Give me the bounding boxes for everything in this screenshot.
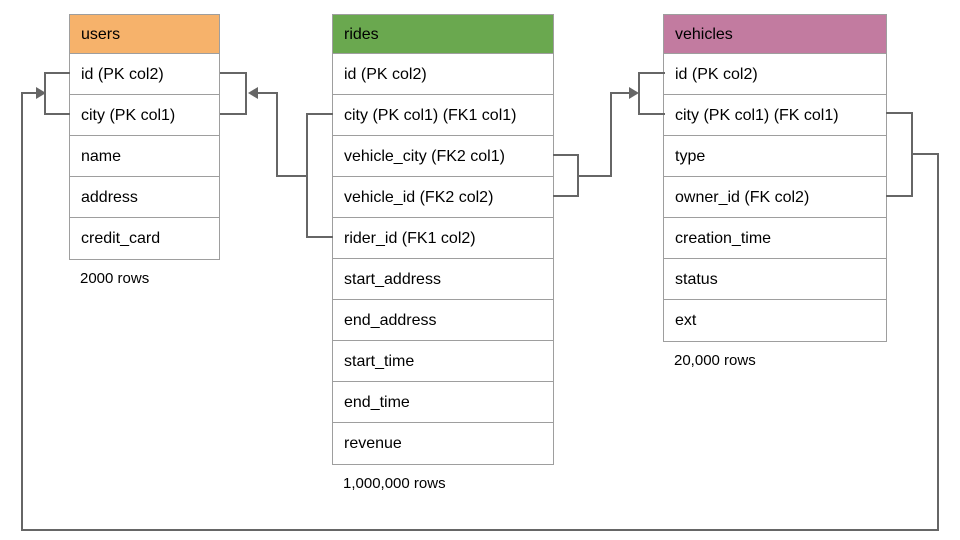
rides-vehicles-line <box>638 113 665 115</box>
table-rides-header: rides <box>333 15 553 54</box>
table-vehicles-column-status: status <box>664 259 886 300</box>
rides-users-line <box>306 236 333 238</box>
vehicles-users-line <box>937 153 939 531</box>
table-users-row-count: 2000 rows <box>80 270 150 287</box>
table-vehicles-box: vehicles id (PK col2) city (PK col1) (FK… <box>663 14 887 342</box>
vehicles-users-line <box>21 529 939 531</box>
table-users: users id (PK col2) city (PK col1) name a… <box>69 14 220 287</box>
table-users-column-id: id (PK col2) <box>70 54 219 95</box>
table-rides-column-start-address: start_address <box>333 259 553 300</box>
table-rides-column-vehicle-city: vehicle_city (FK2 col1) <box>333 136 553 177</box>
arrowhead-icon <box>36 87 46 99</box>
table-vehicles-column-creation-time: creation_time <box>664 218 886 259</box>
table-users-column-city: city (PK col1) <box>70 95 219 136</box>
vehicles-users-line <box>44 72 70 74</box>
arrowhead-icon <box>248 87 258 99</box>
table-rides: rides id (PK col2) city (PK col1) (FK1 c… <box>332 14 554 492</box>
table-users-header: users <box>70 15 219 54</box>
rides-users-line <box>220 72 247 74</box>
vehicles-users-line <box>886 195 913 197</box>
table-rides-box: rides id (PK col2) city (PK col1) (FK1 c… <box>332 14 554 465</box>
rides-users-line <box>276 175 308 177</box>
rides-vehicles-line <box>553 154 579 156</box>
vehicles-users-line <box>886 112 913 114</box>
rides-users-line <box>306 113 333 115</box>
rides-vehicles-line <box>610 92 630 94</box>
table-rides-column-id: id (PK col2) <box>333 54 553 95</box>
vehicles-users-line <box>21 92 23 531</box>
vehicles-users-line <box>44 113 70 115</box>
table-rides-column-vehicle-id: vehicle_id (FK2 col2) <box>333 177 553 218</box>
table-users-column-name: name <box>70 136 219 177</box>
table-vehicles-column-owner-id: owner_id (FK col2) <box>664 177 886 218</box>
table-rides-row-count: 1,000,000 rows <box>343 475 446 492</box>
rides-users-line <box>258 92 278 94</box>
rides-users-line <box>306 113 308 238</box>
table-users-column-address: address <box>70 177 219 218</box>
rides-users-line <box>276 92 278 177</box>
rides-vehicles-line <box>610 92 612 177</box>
rides-users-line <box>220 113 247 115</box>
rides-users-line <box>245 72 247 115</box>
table-vehicles-header: vehicles <box>664 15 886 54</box>
table-vehicles-column-ext: ext <box>664 300 886 341</box>
rides-vehicles-line <box>577 175 612 177</box>
table-rides-column-city: city (PK col1) (FK1 col1) <box>333 95 553 136</box>
table-rides-column-revenue: revenue <box>333 423 553 464</box>
table-rides-column-end-time: end_time <box>333 382 553 423</box>
rides-vehicles-line <box>638 72 665 74</box>
table-vehicles-column-type: type <box>664 136 886 177</box>
table-users-column-credit-card: credit_card <box>70 218 219 259</box>
table-vehicles-row-count: 20,000 rows <box>674 352 756 369</box>
vehicles-users-line <box>21 92 37 94</box>
vehicles-users-line <box>44 72 46 115</box>
table-rides-column-end-address: end_address <box>333 300 553 341</box>
table-vehicles-column-id: id (PK col2) <box>664 54 886 95</box>
table-vehicles: vehicles id (PK col2) city (PK col1) (FK… <box>663 14 887 369</box>
vehicles-users-line <box>911 153 939 155</box>
table-vehicles-column-city: city (PK col1) (FK col1) <box>664 95 886 136</box>
table-users-box: users id (PK col2) city (PK col1) name a… <box>69 14 220 260</box>
table-rides-column-rider-id: rider_id (FK1 col2) <box>333 218 553 259</box>
rides-vehicles-line <box>553 195 579 197</box>
rides-vehicles-line <box>638 72 640 115</box>
table-rides-column-start-time: start_time <box>333 341 553 382</box>
arrowhead-icon <box>629 87 639 99</box>
